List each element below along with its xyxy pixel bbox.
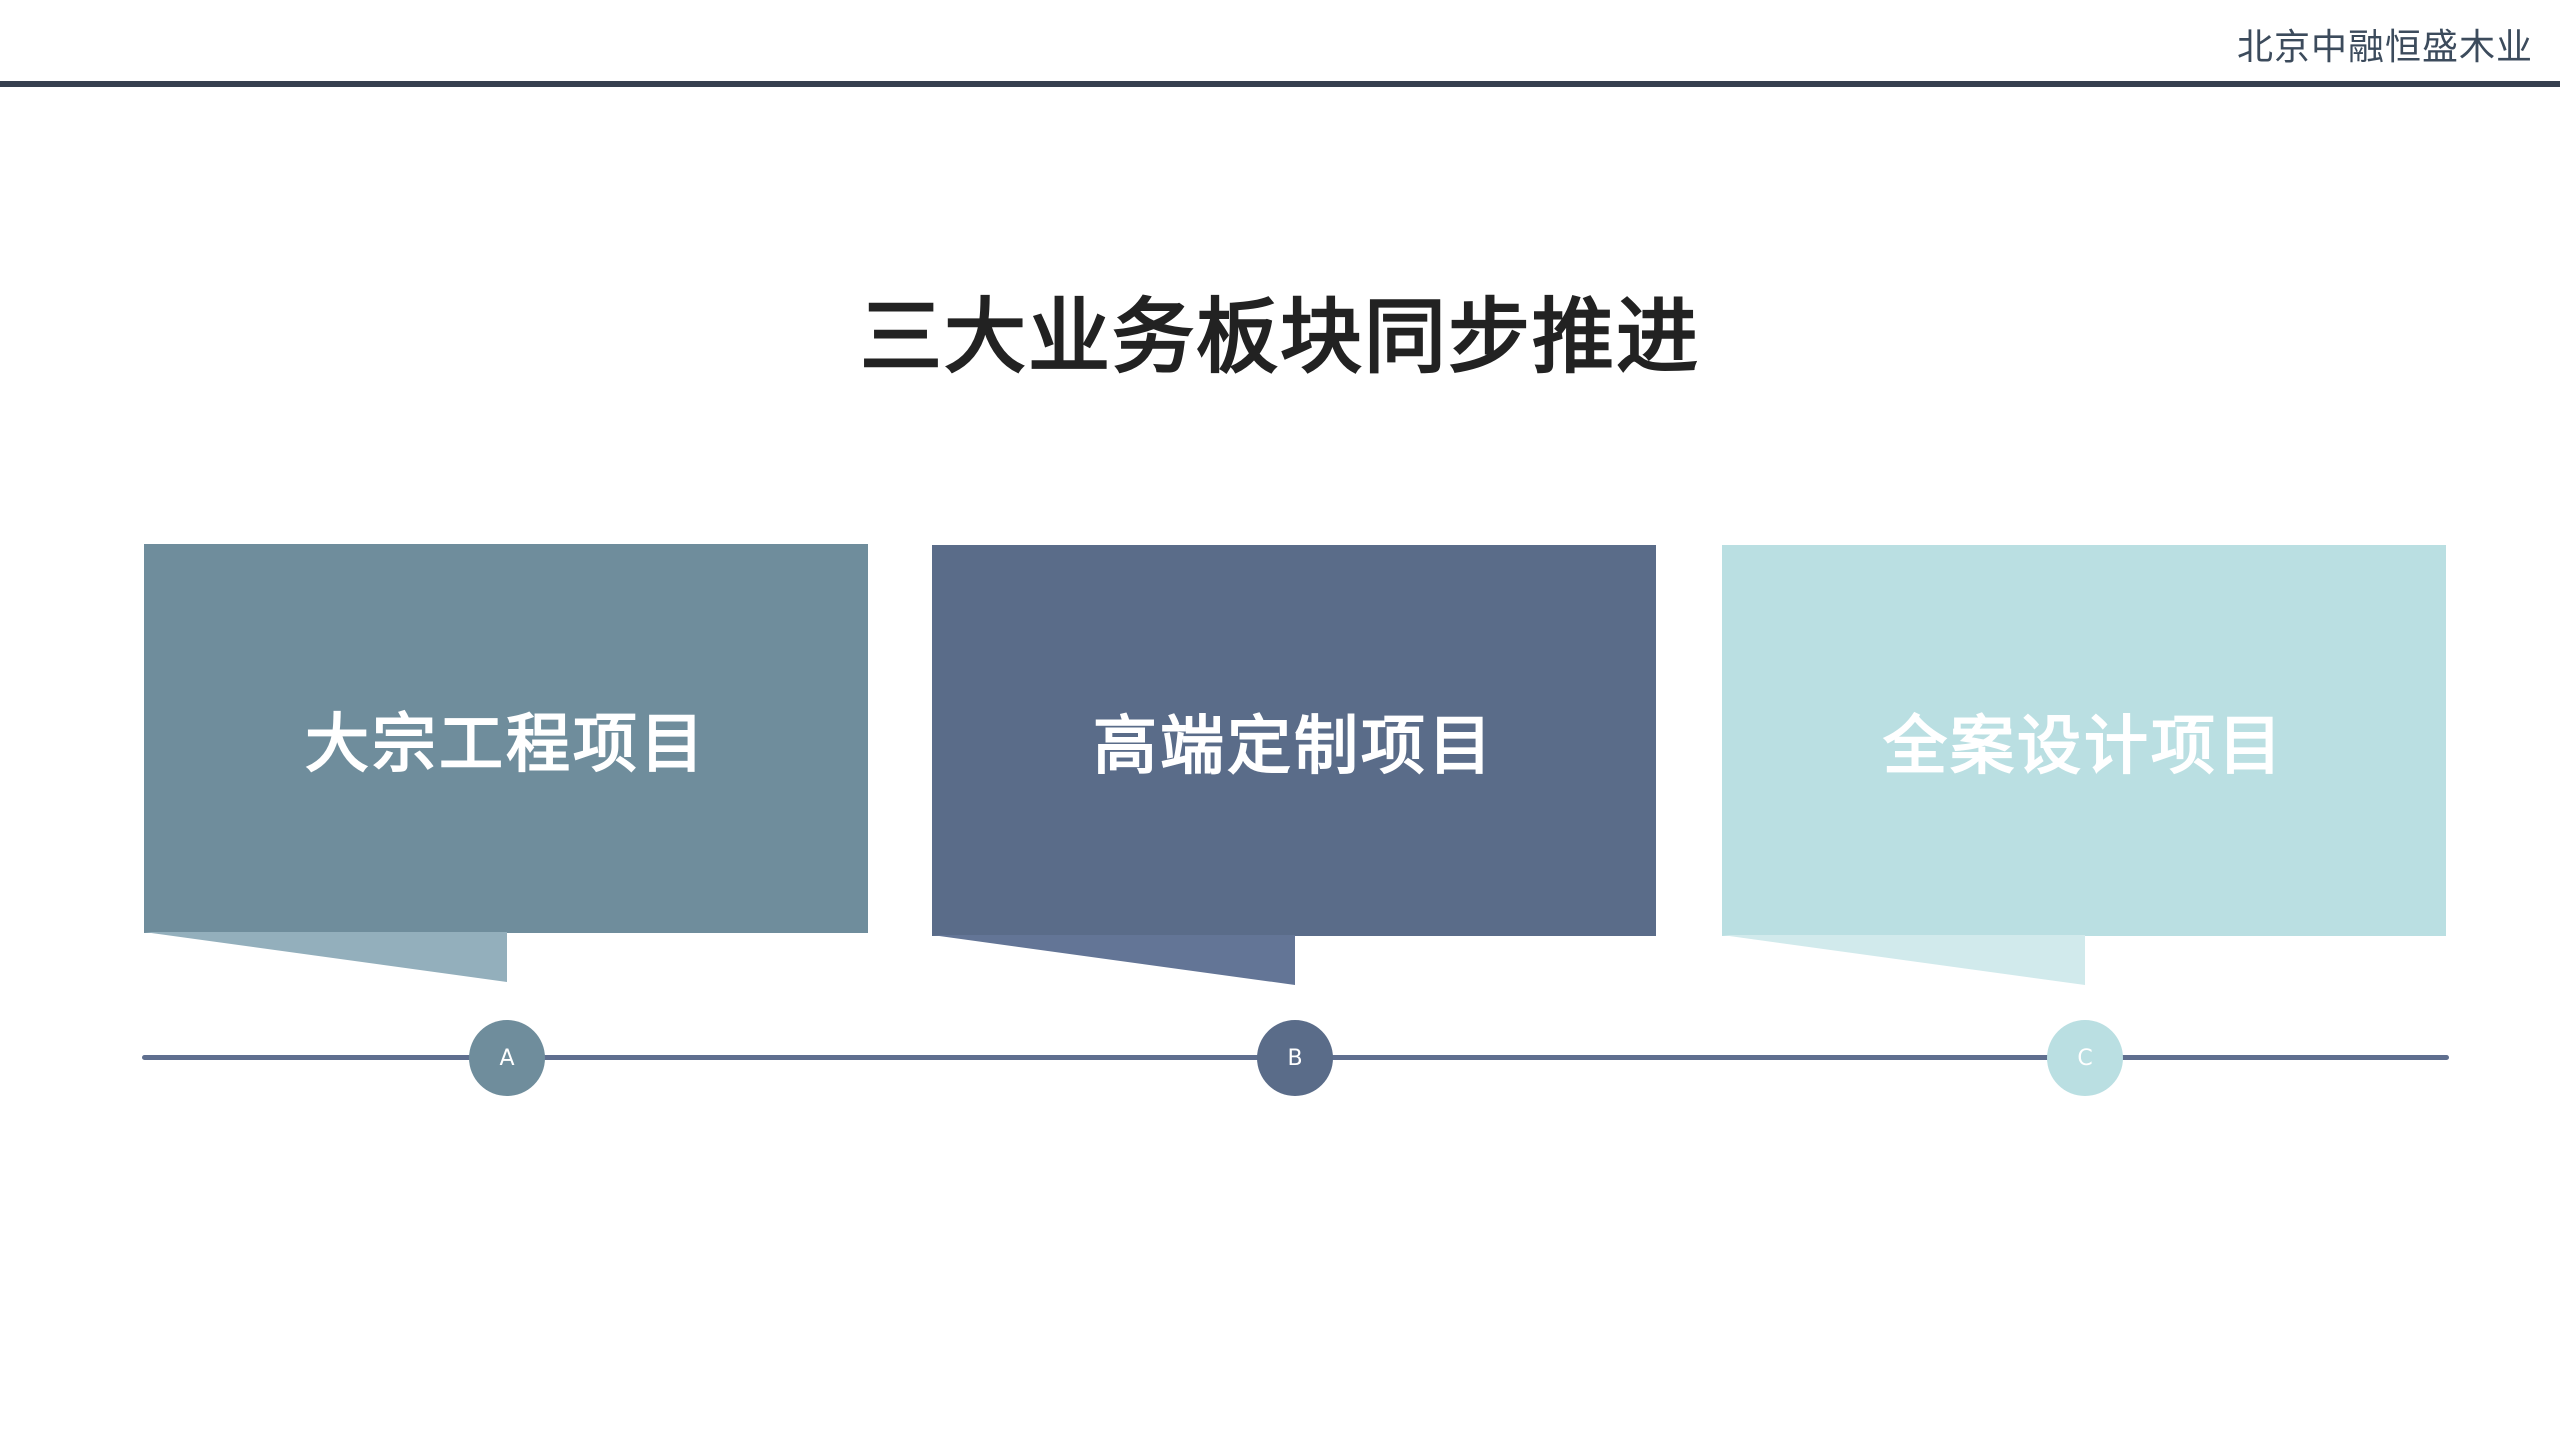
marker-c: C (2047, 1020, 2123, 1096)
card-high-end-custom: 高端定制项目 (932, 545, 1656, 936)
card-tail-a (144, 932, 507, 982)
card-label: 大宗工程项目 (305, 707, 707, 782)
marker-a: A (469, 1020, 545, 1096)
page-title: 三大业务板块同步推进 (859, 290, 1700, 385)
header-divider (0, 81, 2560, 87)
card-label: 高端定制项目 (1093, 709, 1495, 784)
card-full-design: 全案设计项目 (1722, 545, 2446, 936)
marker-b: B (1257, 1020, 1333, 1096)
card-tail-c (1722, 935, 2085, 985)
company-name: 北京中融恒盛木业 (2236, 27, 2533, 68)
card-bulk-engineering: 大宗工程项目 (144, 544, 868, 933)
card-tail-b (932, 935, 1295, 985)
card-label: 全案设计项目 (1883, 709, 2285, 784)
